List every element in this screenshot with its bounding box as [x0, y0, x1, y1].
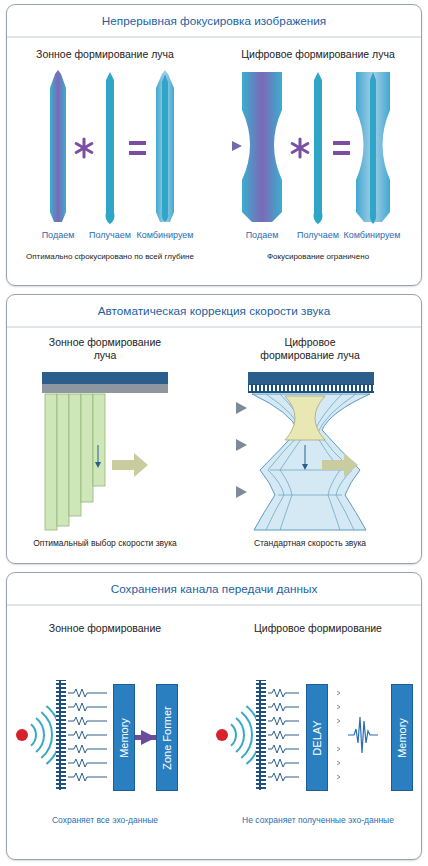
caption-label: Цифровое формирование луча — [248, 336, 373, 361]
caption-label: Получаем — [293, 230, 343, 241]
caption-label: Зонное формирование луча — [43, 336, 168, 361]
transducer-elements — [248, 384, 374, 393]
transducer-array — [42, 372, 168, 384]
caption-label: Комбинируем — [341, 230, 403, 241]
caption-label: Стандартная скорость звука — [215, 538, 405, 548]
focus-marker — [232, 141, 242, 151]
header-rule — [7, 605, 421, 606]
asterisk-symbol — [76, 139, 92, 157]
down-arrow — [95, 445, 101, 468]
summed-pulse — [348, 717, 378, 753]
caption-label: Подаем — [237, 230, 287, 241]
combined-core — [370, 72, 376, 224]
section-panel: Непрерывная фокусировка изображения — [6, 4, 422, 286]
box-label: Memory — [118, 718, 130, 758]
echo-source — [216, 729, 228, 741]
channel-signals — [68, 689, 107, 781]
echo-waves — [231, 706, 260, 764]
receive-beam — [314, 72, 323, 224]
caption-label: Не сохраняет полученные эхо-данные — [218, 815, 418, 825]
header-rule — [7, 37, 421, 38]
equals-symbol — [333, 141, 350, 155]
caption-label: Зонное формирование луча — [10, 48, 200, 61]
caption-label: Сохраняет все эхо-данные — [10, 815, 200, 825]
box-label: Memory — [396, 718, 408, 758]
transducer-array — [248, 372, 374, 384]
zone-strips — [45, 394, 105, 530]
caption-label: Комбинируем — [134, 230, 196, 241]
transducer-array — [256, 680, 266, 790]
transmit-beam — [50, 70, 66, 222]
caption-label: Оптимальный выбор скорости звука — [8, 538, 203, 548]
block-box: Memory — [391, 684, 413, 791]
caption-label: Цифровое формирование — [223, 622, 413, 635]
down-arrow — [302, 445, 308, 470]
channel-signals — [268, 689, 299, 781]
panel-title: Непрерывная фокусировка изображения — [7, 14, 421, 27]
transducer-array — [56, 680, 66, 790]
digital-beam — [252, 394, 370, 530]
combined-core — [162, 74, 168, 222]
caption-label: Цифровое формирование луча — [223, 48, 413, 61]
block-box: DELAY — [306, 684, 328, 791]
transducer-elements — [42, 384, 168, 393]
data-flow-arrow — [135, 735, 156, 740]
caption-label: Зонное формирование — [10, 622, 200, 635]
block-box: Zone Former — [156, 684, 178, 791]
delayed-channels — [337, 691, 340, 779]
box-label: DELAY — [311, 720, 323, 755]
combined-beam — [156, 70, 174, 222]
caption-label: Фокусирование ограничено — [223, 252, 413, 262]
receive-beam — [106, 72, 115, 224]
panel-title: Автоматическая коррекция скорости звука — [7, 304, 421, 317]
focal-zone — [285, 396, 325, 440]
direction-arrow — [112, 453, 148, 477]
asterisk-symbol — [292, 139, 308, 157]
caption-label: Оптимально сфокусировано по всей глубине — [10, 252, 210, 262]
transmit-beam — [242, 72, 282, 222]
echo-source — [16, 729, 28, 741]
section-panel: Автоматическая коррекция скорости звука — [6, 294, 422, 564]
header-rule — [7, 327, 421, 328]
caption-label: Подаем — [33, 230, 83, 241]
echo-waves — [31, 706, 60, 764]
focus-marker — [236, 402, 247, 498]
caption-label: Получаем — [85, 230, 135, 241]
panel-title: Сохранения канала передачи данных — [7, 582, 421, 595]
box-label: Zone Former — [161, 706, 173, 770]
equals-symbol — [129, 141, 146, 155]
direction-arrow — [322, 453, 358, 477]
block-box: Memory — [113, 684, 135, 791]
